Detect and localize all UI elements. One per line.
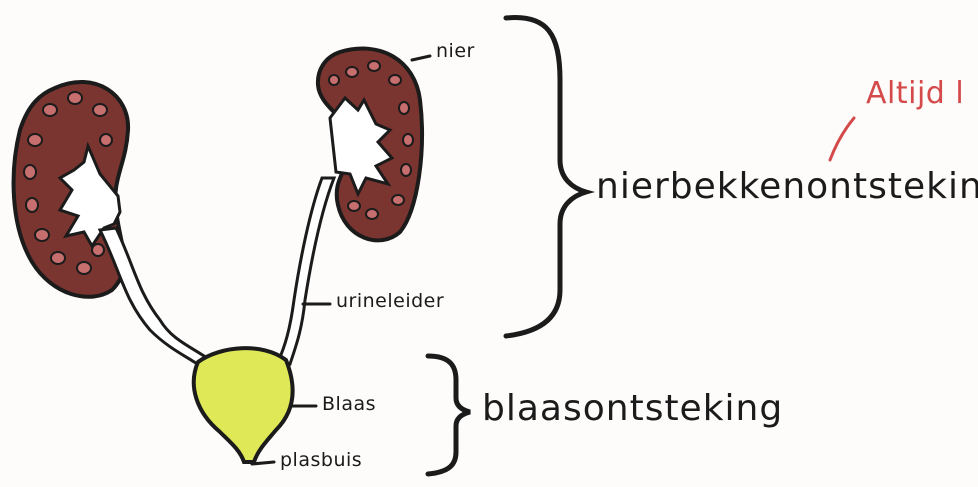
right-ureter: [278, 178, 334, 364]
left-ureter: [100, 228, 210, 366]
note-pointer-stroke: [830, 118, 854, 160]
urethra-label: plasbuis: [280, 449, 362, 471]
bladder-label: Blaas: [322, 393, 376, 415]
kidney-label: nier: [436, 40, 475, 62]
red-note-label: Altijd l: [866, 76, 964, 111]
ureter-label: urineleider: [336, 290, 444, 312]
kidney-leader-line: [412, 56, 430, 60]
bladder: [194, 348, 293, 462]
lower-brace: [428, 356, 470, 474]
right-kidney: [318, 49, 422, 241]
left-kidney: [14, 82, 129, 297]
upper-brace: [506, 18, 586, 336]
lower-condition-label: blaasontsteking: [482, 388, 783, 429]
upper-condition-label: nierbekkenontsteking: [596, 166, 978, 207]
urethra-leader-line: [252, 462, 274, 464]
